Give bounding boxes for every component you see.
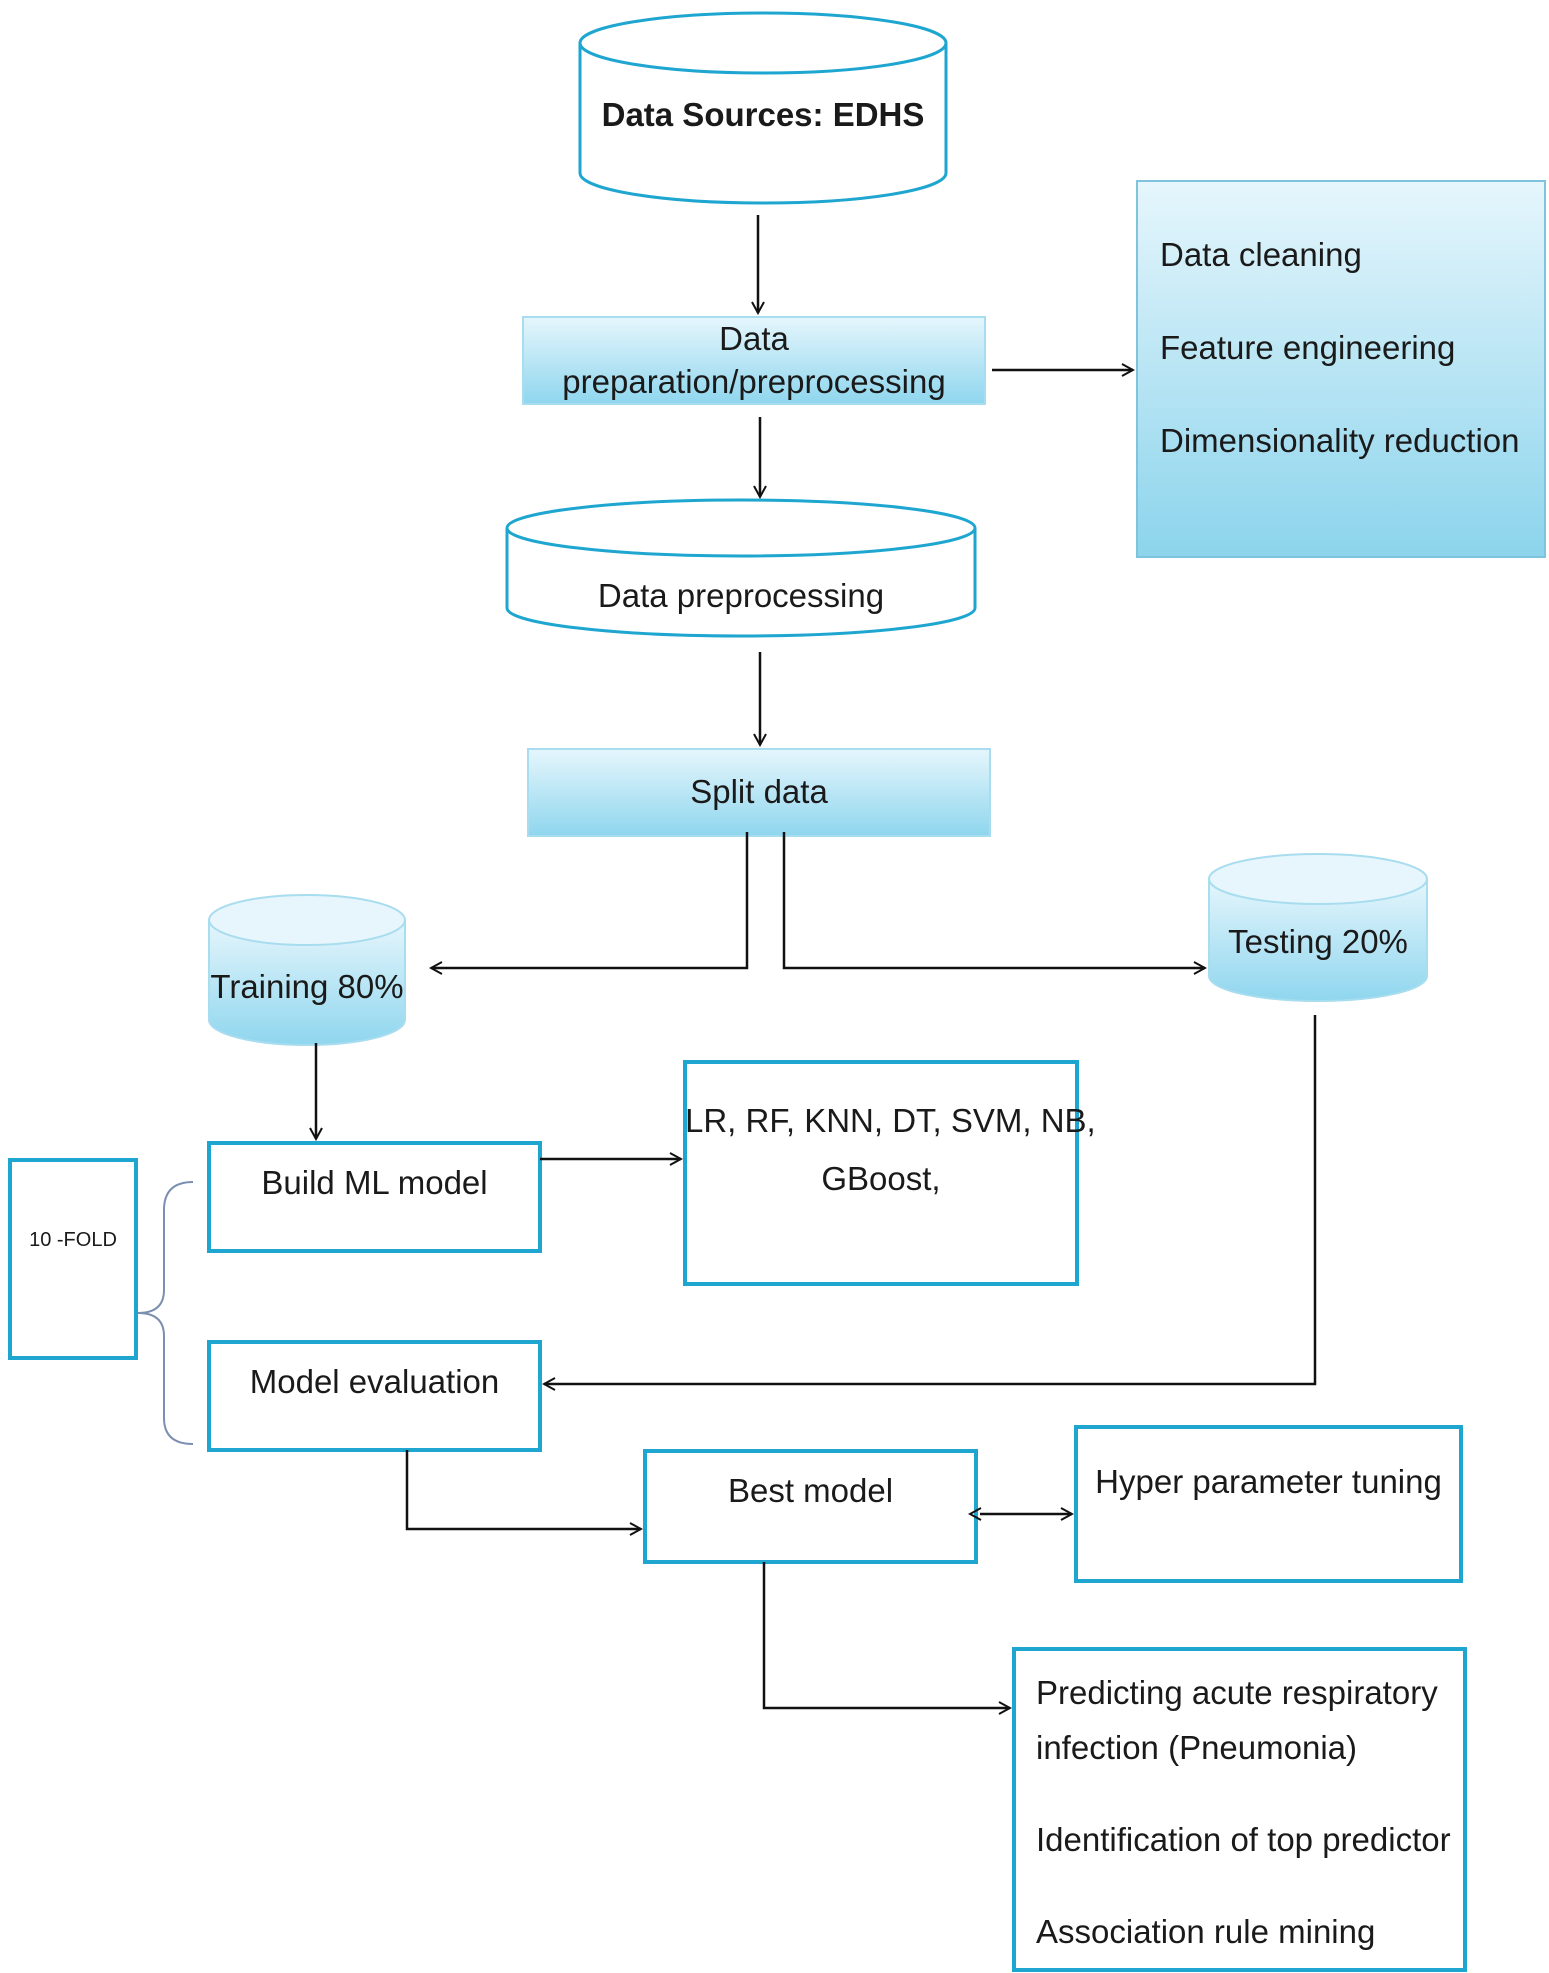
model-evaluation-label: Model evaluation [249, 1362, 500, 1400]
fold-brace [137, 1181, 194, 1445]
data-sources-cylinder [578, 11, 948, 205]
build-model-label: Build ML model [261, 1163, 488, 1201]
model-evaluation-box [207, 1340, 542, 1452]
ten-fold-box [8, 1158, 138, 1360]
outcome-predicting-line-1: Predicting acute respiratory [1036, 1674, 1438, 1711]
arrow-split-to-testing [782, 832, 1205, 968]
hyper-tuning-label: Hyper parameter tuning [1095, 1462, 1442, 1500]
data-preparation-label: Data preparation/preprocessing [562, 319, 946, 400]
preparation-steps-box [1136, 180, 1546, 558]
best-model-label: Best model [727, 1471, 894, 1509]
data-preprocessing-cylinder [505, 498, 977, 638]
algorithms-box [683, 1060, 1079, 1286]
best-model-box [643, 1449, 978, 1564]
data-preparation-box [522, 316, 986, 405]
testing-label: Testing 20% [1228, 922, 1408, 960]
outcome-predicting-line-2: infection (Pneumonia) [1036, 1729, 1358, 1766]
outcomes-box [1012, 1647, 1467, 1972]
ten-fold-label: 10 -FOLD [29, 1229, 117, 1251]
arrow-evaluation-to-best [405, 1450, 641, 1529]
outcomes-list: Predicting acute respiratory infection (… [1036, 1672, 1456, 1962]
step-dimensionality-reduction: Dimensionality reduction [1160, 422, 1520, 459]
arrow-testing-to-evaluation [544, 1015, 1317, 1384]
testing-cylinder [1208, 853, 1428, 1002]
split-data-box [527, 748, 991, 837]
data-preprocessing-label: Data preprocessing [597, 576, 885, 614]
hyper-tuning-box [1074, 1425, 1463, 1583]
outcome-association-rules: Association rule mining [1036, 1913, 1376, 1950]
training-label: Training 80% [210, 967, 404, 1005]
preparation-steps-list: Data cleaning Feature engineering Dimens… [1160, 234, 1530, 474]
arrow-split-to-training [431, 832, 749, 968]
algorithms-list: LR, RF, KNN, DT, SVM, NB, GBoost, [685, 1100, 1096, 1250]
step-feature-engineering: Feature engineering [1160, 329, 1456, 366]
algorithms-line-1: LR, RF, KNN, DT, SVM, NB, [685, 1102, 1096, 1139]
step-data-cleaning: Data cleaning [1160, 236, 1362, 273]
split-data-label: Split data [690, 773, 828, 811]
arrow-best-to-outcomes [762, 1562, 1010, 1708]
outcome-top-predictor: Identification of top predictor [1036, 1821, 1451, 1858]
build-model-box [207, 1141, 542, 1253]
algorithms-line-2: GBoost, [821, 1160, 941, 1197]
training-cylinder [208, 894, 406, 1046]
data-sources-label: Data Sources: EDHS [601, 95, 925, 133]
